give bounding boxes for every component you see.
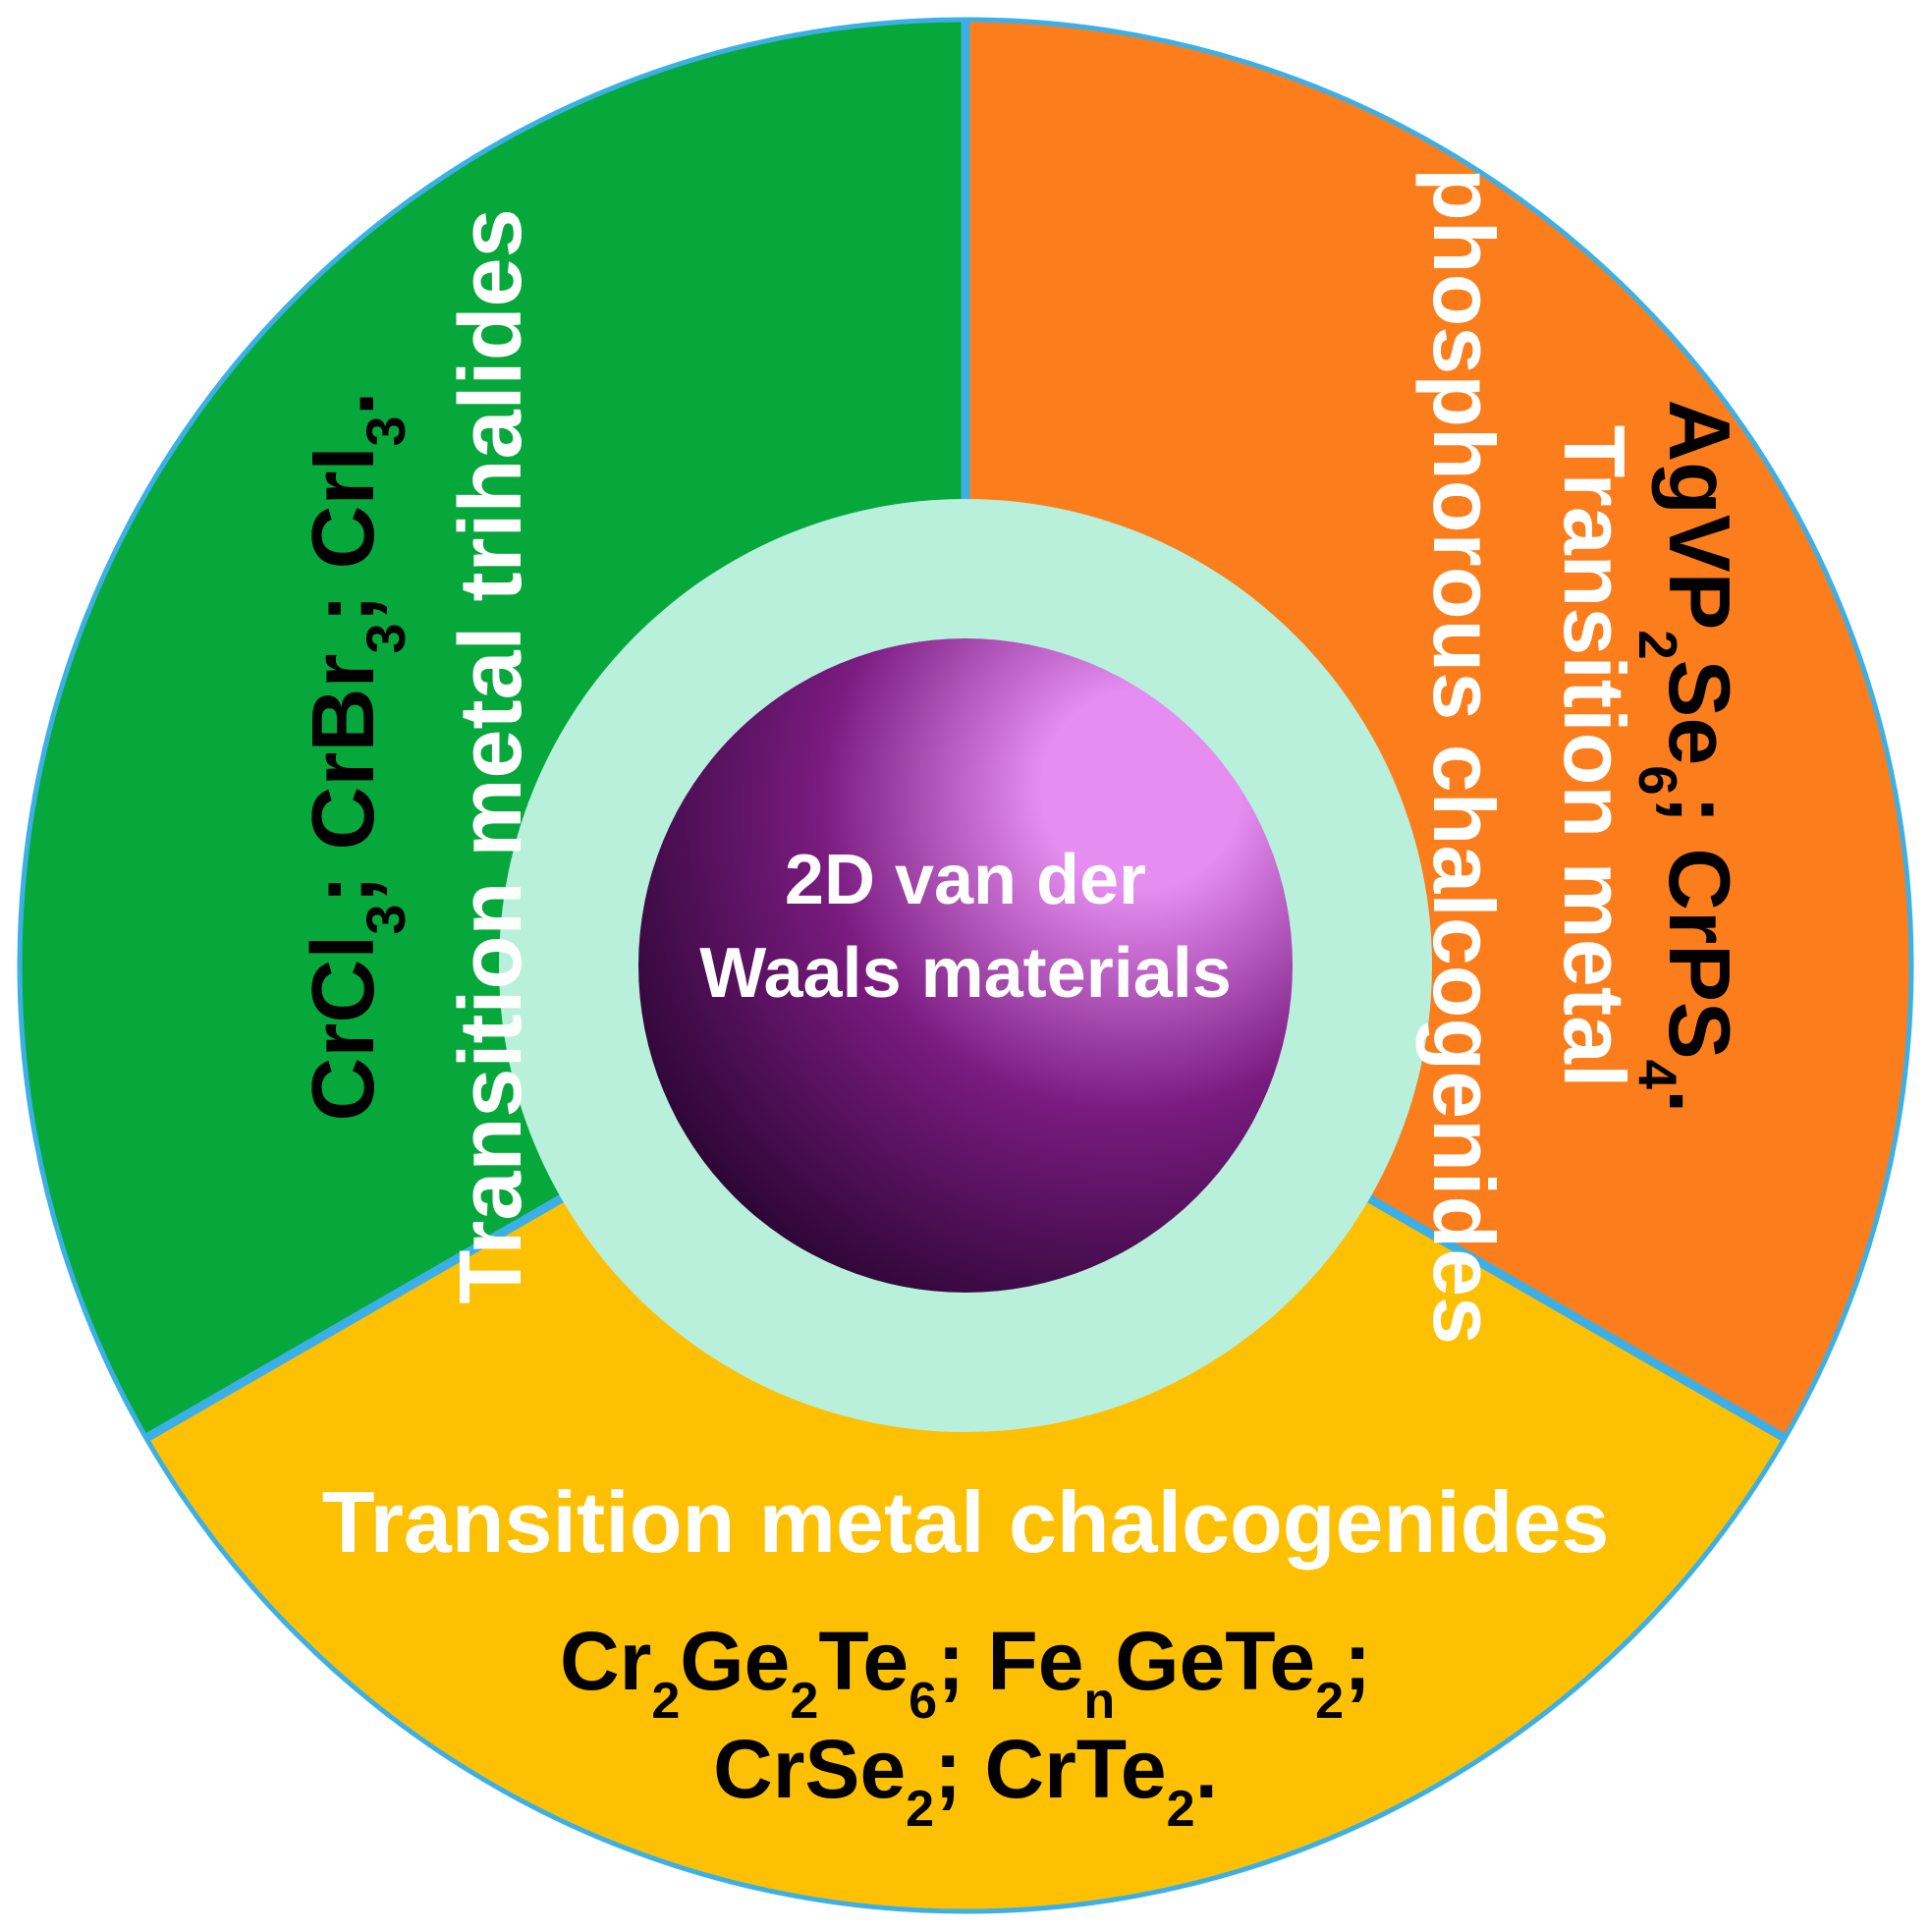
formula-text: Te — [818, 1615, 909, 1707]
sector-left-labels: CrCl3; CrBr3; CrI3. Transition metal tri… — [295, 208, 540, 1303]
formula-text: AgVP — [1651, 400, 1748, 631]
formula-text: CrPS — [1651, 848, 1748, 1059]
center-sphere — [638, 638, 1293, 1293]
formula-subscript: n — [1083, 1673, 1115, 1730]
formula-text: ; — [1651, 796, 1748, 849]
center-label-line1: 2D van der — [785, 841, 1146, 919]
formula-subscript: 2 — [790, 1673, 818, 1730]
formula-subscript: 3 — [355, 415, 416, 446]
bottom-compounds-line1: Cr2Ge2Te6; FenGeTe2; — [560, 1615, 1371, 1730]
formula-text: CrI — [295, 446, 393, 569]
sector-bottom-labels: Transition metal chalcogenides Cr2Ge2Te6… — [322, 1473, 1610, 1838]
formula-text: CrBr — [295, 654, 393, 851]
formula-separator: ; — [295, 569, 393, 623]
formula-text: CrSe — [713, 1723, 906, 1815]
formula-subscript: 2 — [906, 1781, 934, 1838]
center-label-line2: Waals materials — [699, 934, 1232, 1013]
formula-text: . — [1651, 1089, 1748, 1113]
formula-subscript: 4 — [1628, 1060, 1688, 1090]
formula-text: CrTe — [984, 1723, 1166, 1815]
formula-subscript: 2 — [1628, 630, 1688, 659]
formula-text: Fe — [987, 1615, 1083, 1707]
formula-subscript: 3 — [355, 905, 416, 935]
formula-text: GeTe — [1115, 1615, 1315, 1707]
formula-subscript: 2 — [651, 1673, 680, 1730]
formula-subscript: 3 — [355, 623, 416, 653]
left-compounds: CrCl3; CrBr3; CrI3. — [295, 391, 416, 1121]
formula-subscript: 2 — [1315, 1673, 1344, 1730]
right-compounds: AgVP2Se6; CrPS4. — [1628, 400, 1749, 1114]
formula-text: Ge — [680, 1615, 790, 1707]
formula-text: ; — [937, 1615, 987, 1707]
formula-text: Cr — [560, 1615, 651, 1707]
sector-right-labels: AgVP2Se6; CrPS4. Transition metal phosph… — [1415, 168, 1748, 1345]
formula-text: CrCl — [295, 935, 393, 1122]
formula-subscript: 6 — [909, 1673, 937, 1730]
formula-text: . — [1195, 1723, 1218, 1815]
right-category-line1: Transition metal — [1546, 425, 1643, 1088]
bottom-category: Transition metal chalcogenides — [322, 1473, 1610, 1571]
formula-text: ; — [934, 1723, 984, 1815]
formula-text: ; — [1344, 1615, 1371, 1707]
formula-separator: . — [295, 391, 393, 415]
formula-text: Se — [1651, 660, 1748, 766]
formula-subscript: 2 — [1167, 1781, 1195, 1838]
formula-subscript: 6 — [1628, 765, 1688, 795]
formula-separator: ; — [295, 851, 393, 905]
left-category: Transition metal trihalides — [442, 208, 540, 1303]
right-category-line2: phosphorous chalcogenides — [1415, 168, 1513, 1345]
bottom-compounds-line2: CrSe2; CrTe2. — [713, 1723, 1218, 1838]
